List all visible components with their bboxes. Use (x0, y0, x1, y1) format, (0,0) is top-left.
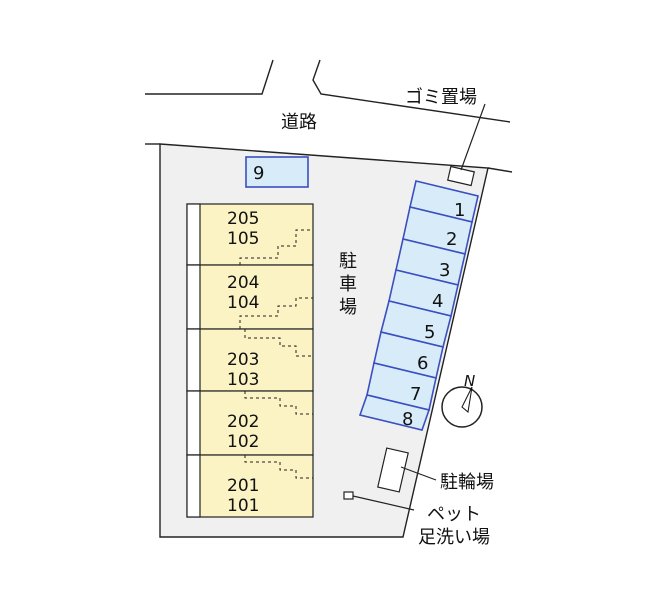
unit-entrance-dashed (244, 455, 313, 479)
unit-block (186, 328, 314, 392)
unit-lower-number: 105 (227, 229, 259, 249)
unit-201-101 (186, 454, 314, 518)
road-edge-upper-right (312, 59, 511, 123)
unit-204-104 (186, 264, 314, 330)
unit-upper-number: 202 (227, 412, 259, 432)
unit-lower-number: 104 (227, 293, 259, 313)
visitor-space-number: 9 (253, 163, 264, 184)
parking-label-char: 場 (339, 297, 357, 318)
parking-space-number: 7 (410, 384, 421, 405)
parking-row: 1 2 3 4 5 6 7 8 (358, 180, 479, 431)
road-label: 道路 (281, 112, 317, 133)
unit-balcony (186, 328, 201, 392)
unit-upper-number: 201 (227, 476, 259, 496)
parking-space-number: 4 (432, 291, 443, 312)
parking-space-number: 8 (402, 409, 413, 430)
garbage-area-label: ゴミ置場 (405, 87, 477, 108)
visitor-parking-space: 9 (245, 156, 309, 188)
unit-entrance-dashed (239, 229, 313, 265)
road-edge-lower-right (487, 167, 513, 173)
unit-balcony (186, 203, 201, 266)
parking-label-char: 駐 (339, 251, 357, 272)
road (145, 59, 513, 173)
parking-space-number: 1 (454, 200, 465, 221)
unit-balcony (186, 264, 201, 330)
road-edge-upper-left (145, 59, 274, 95)
unit-block (186, 203, 314, 266)
parking-space (358, 394, 431, 431)
parking-space-number: 5 (424, 322, 435, 343)
unit-entrance-dashed (239, 297, 313, 329)
unit-entrance-dashed (244, 329, 313, 357)
unit-block (186, 454, 314, 518)
parking-space-number: 6 (417, 353, 428, 374)
bicycle-leader-line (400, 466, 437, 481)
unit-upper-number: 205 (227, 209, 259, 229)
unit-lower-number: 101 (227, 496, 259, 516)
visitor-space-box (245, 156, 309, 188)
unit-upper-number: 204 (227, 273, 259, 293)
parking-space-number: 3 (439, 260, 450, 281)
unit-balcony (186, 454, 201, 518)
north-label: N (464, 372, 475, 390)
unit-lower-number: 102 (227, 432, 259, 452)
pet-wash-leader-line (352, 495, 415, 511)
unit-205-105 (186, 203, 314, 266)
pet-wash-box (343, 491, 354, 500)
bicycle-parking-box (377, 447, 409, 493)
garbage-box (447, 165, 475, 187)
unit-balcony (186, 390, 201, 456)
parking-space-number: 2 (446, 229, 457, 250)
bicycle-parking-label: 駐輪場 (440, 472, 494, 493)
unit-upper-number: 203 (227, 350, 259, 370)
garbage-leader-line (460, 103, 486, 171)
parking-label-char: 車 (339, 274, 357, 295)
unit-entrance-dashed (244, 391, 313, 415)
compass-needle-light (461, 386, 473, 413)
pet-wash-label-line1: ペット (427, 504, 481, 525)
pet-wash-label-line2: 足洗い場 (418, 527, 490, 548)
apartment-building: 205 105 204 104 203 103 202 102 201 101 (186, 203, 314, 518)
unit-202-102 (186, 390, 314, 456)
unit-block (186, 264, 314, 330)
unit-block (186, 390, 314, 456)
unit-lower-number: 103 (227, 370, 259, 390)
north-arrow: N (441, 372, 483, 428)
